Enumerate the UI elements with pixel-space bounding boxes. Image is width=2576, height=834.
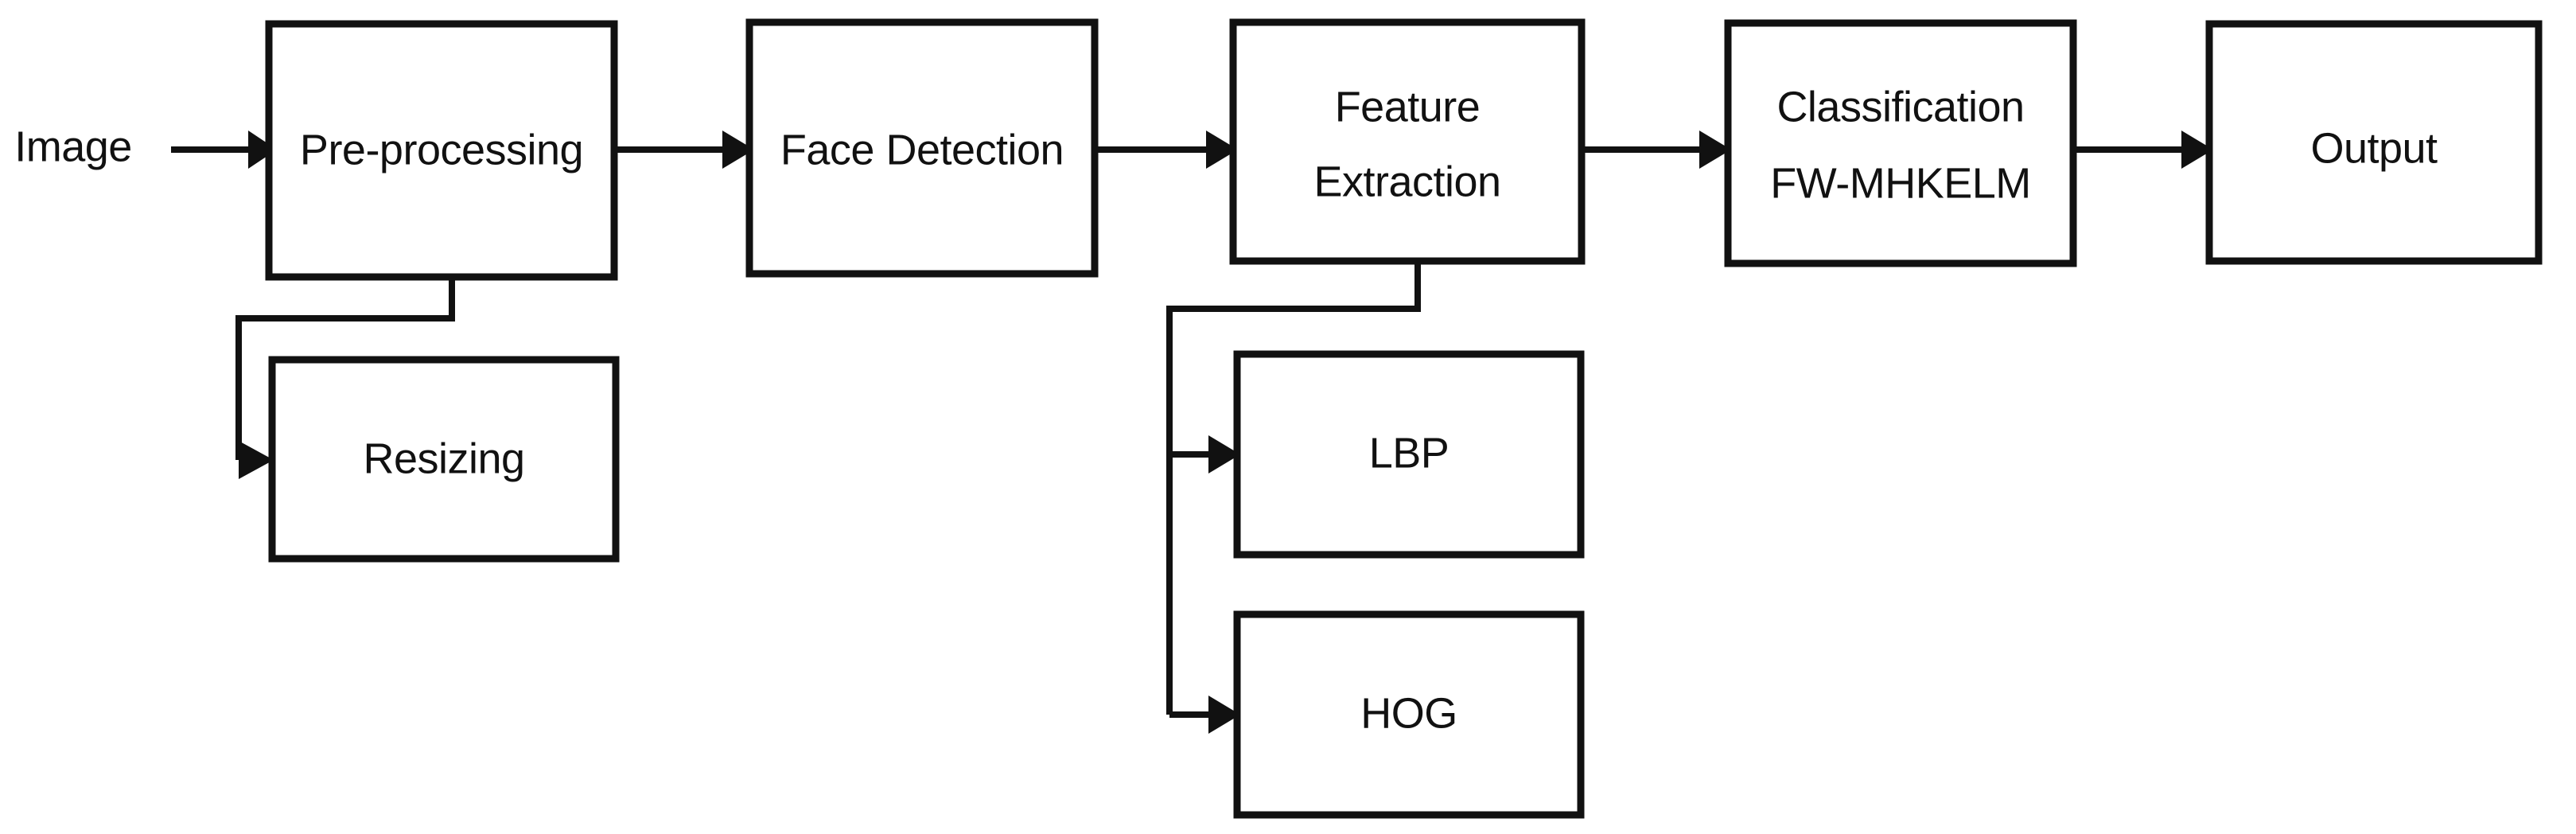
node-resizing[interactable]: Resizing bbox=[268, 356, 620, 563]
node-output[interactable]: Output bbox=[2205, 20, 2543, 265]
node-classification-label-line1: Classification bbox=[1776, 83, 2024, 131]
node-face-detection[interactable]: Face Detection bbox=[745, 18, 1099, 278]
edge-featureextraction-to-classification bbox=[1582, 131, 1731, 169]
node-lbp[interactable]: LBP bbox=[1233, 350, 1585, 559]
node-hog-label: HOG bbox=[1360, 689, 1457, 737]
edge-featureextraction-to-hog bbox=[1166, 454, 1240, 734]
node-feature-extraction-box[interactable] bbox=[1229, 18, 1586, 265]
edge-classification-to-output bbox=[2073, 131, 2213, 169]
node-lbp-box[interactable] bbox=[1233, 350, 1585, 559]
node-classification-box[interactable] bbox=[1724, 19, 2077, 267]
node-face-detection-box[interactable] bbox=[745, 18, 1099, 278]
node-classification-label-line2: FW-MHKELM bbox=[1770, 159, 2031, 207]
node-preprocessing[interactable]: Pre-processing bbox=[265, 20, 618, 281]
edge-facedetection-to-featureextraction bbox=[1095, 131, 1238, 169]
node-feature-extraction-label-line1: Feature bbox=[1335, 83, 1481, 131]
node-resizing-box[interactable] bbox=[268, 356, 620, 563]
edge-preprocessing-to-resizing bbox=[235, 277, 455, 479]
edge-featureextraction-to-lbp bbox=[1166, 261, 1421, 474]
label-image: Image bbox=[14, 123, 132, 170]
node-preprocessing-box[interactable] bbox=[265, 20, 618, 281]
node-resizing-label: Resizing bbox=[363, 435, 524, 482]
node-lbp-label: LBP bbox=[1369, 429, 1449, 477]
node-classification[interactable]: Classification FW-MHKELM bbox=[1724, 19, 2077, 267]
node-output-box[interactable] bbox=[2205, 20, 2543, 265]
edge-preprocessing-to-facedetection bbox=[614, 131, 754, 169]
node-feature-extraction-label-line2: Extraction bbox=[1313, 158, 1500, 205]
node-feature-extraction[interactable]: Feature Extraction bbox=[1229, 18, 1586, 265]
node-output-label: Output bbox=[2310, 124, 2438, 172]
node-face-detection-label: Face Detection bbox=[780, 126, 1064, 173]
edge-image-to-preprocessing bbox=[171, 131, 277, 169]
node-hog-box[interactable] bbox=[1233, 610, 1585, 819]
node-hog[interactable]: HOG bbox=[1233, 610, 1585, 819]
node-preprocessing-label: Pre-processing bbox=[300, 126, 583, 173]
